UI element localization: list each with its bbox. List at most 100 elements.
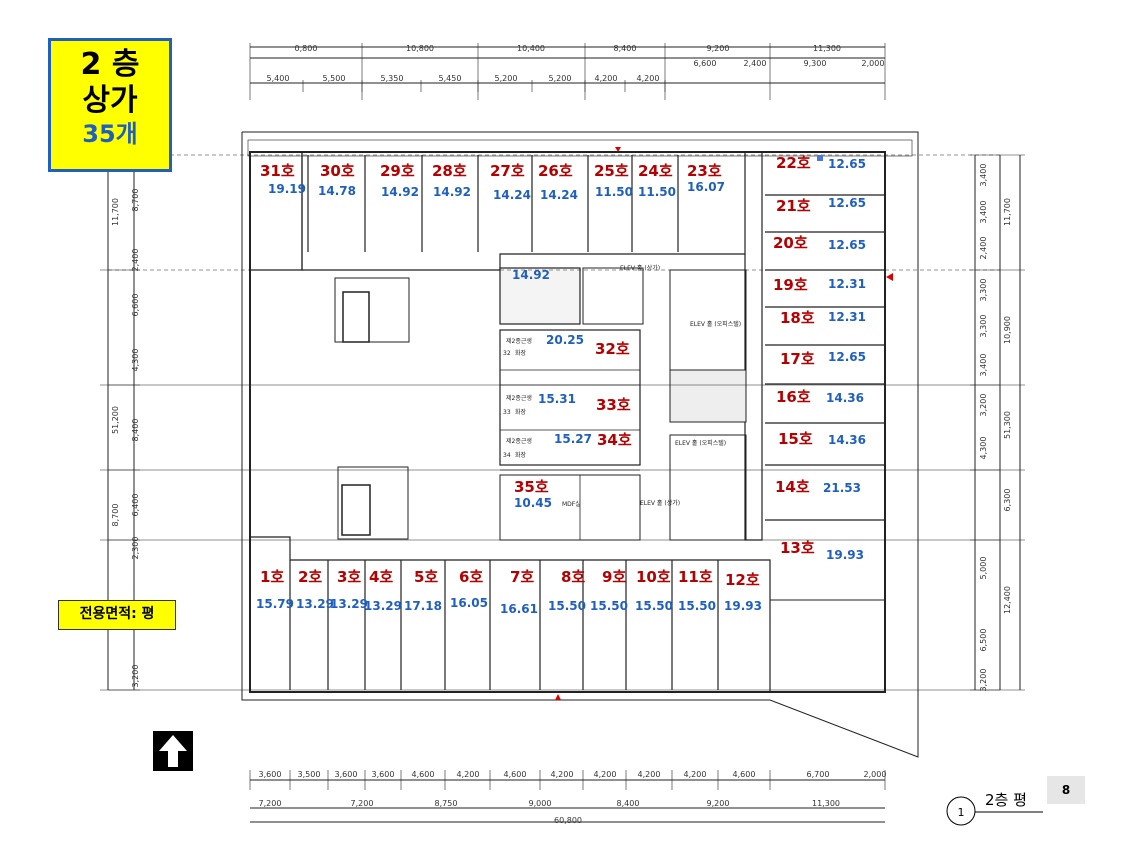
dimension-label: 3,400 [979, 164, 988, 187]
core-label: ELEV 홀 (오피스텔) [675, 439, 726, 447]
dimension-label: 6,600 [694, 59, 717, 68]
unit-number: 19호 [773, 276, 808, 294]
unit-area: 15.31 [538, 392, 576, 406]
core-label: ELEV 홀 (상가) [620, 264, 660, 272]
unit-number: 15호 [778, 430, 813, 448]
unit-number: 13호 [780, 539, 815, 557]
unit-area: 12.31 [828, 277, 866, 291]
unit-area: 19.93 [724, 599, 762, 613]
unit-area: 12.65 [828, 238, 866, 252]
dimension-label: 12,400 [1003, 586, 1012, 614]
floor-title-box: 2 층 상가 35개 [48, 38, 172, 172]
dimension-label: 9,200 [707, 799, 730, 808]
unit-number: 7호 [510, 568, 534, 586]
unit-area: 15.27 [554, 432, 592, 446]
unit-area: 16.05 [450, 596, 488, 610]
dimension-label: 4,300 [979, 437, 988, 460]
dimension-label: 6,600 [131, 294, 140, 317]
dimension-label: 3,300 [979, 279, 988, 302]
unit-number: 21호 [776, 197, 811, 215]
dimension-label: 4,600 [412, 770, 435, 779]
unit-area: 20.25 [546, 333, 584, 347]
unit-area: 12.65 [828, 350, 866, 364]
unit-number: 26호 [538, 162, 573, 180]
unit-area: 14.92 [381, 185, 419, 199]
dimension-label: 10,900 [1003, 316, 1012, 344]
dimension-label: 4,200 [638, 770, 661, 779]
unit-area: 14.78 [318, 184, 356, 198]
dimension-label: 8,700 [111, 504, 120, 527]
dimension-label: 4,200 [595, 74, 618, 83]
unit-number: 12호 [725, 571, 760, 589]
dimension-label: 4,200 [684, 770, 707, 779]
page-number: 8 [1047, 776, 1085, 804]
unit-area: 16.07 [687, 180, 725, 194]
drawing-number-circle: 1 [946, 796, 976, 826]
unit-number: 20호 [773, 234, 808, 252]
dimension-label: 2,400 [131, 249, 140, 272]
unit-count: 35개 [82, 120, 138, 148]
dimension-label: 5,400 [267, 74, 290, 83]
dimension-label: 6,300 [1003, 489, 1012, 512]
dimension-label: 6,700 [807, 770, 830, 779]
dimension-label: 4,200 [637, 74, 660, 83]
unit-number: 18호 [780, 309, 815, 327]
unit-area: 11.50 [638, 185, 676, 199]
unit-number: 28호 [432, 162, 467, 180]
area-unit-note: 전용면적: 평 [58, 600, 176, 630]
dimension-label: 3,200 [979, 669, 988, 692]
floor-title: 2 층 [80, 47, 140, 82]
dimension-label: 0,800 [295, 44, 318, 53]
dimension-label: 51,200 [111, 406, 120, 434]
unit-number: 2호 [298, 568, 322, 586]
core-label: 화장 [515, 408, 527, 416]
dimension-label: 51,300 [1003, 411, 1012, 439]
core-label: 제2종근생 [506, 337, 532, 345]
dimension-label: 7,200 [351, 799, 374, 808]
dimension-label: 5,500 [323, 74, 346, 83]
dimension-label: 9,000 [529, 799, 552, 808]
drawing-title: 2층 평 [985, 791, 1027, 809]
dimension-label: 8,400 [131, 419, 140, 442]
dimension-label: 5,200 [549, 74, 572, 83]
unit-area: 19.93 [826, 548, 864, 562]
unit-area: 15.50 [678, 599, 716, 613]
dimension-label: 10,800 [406, 44, 434, 53]
unit-number: 5호 [414, 568, 438, 586]
dimension-label: 3,600 [372, 770, 395, 779]
core-label: 32 [503, 350, 511, 357]
dimension-label: 3,500 [298, 770, 321, 779]
dimension-label: 9,200 [707, 44, 730, 53]
dimension-label: 7,200 [259, 799, 282, 808]
unit-number: 3호 [337, 568, 361, 586]
dimension-label: 2,400 [744, 59, 767, 68]
dimension-label: 8,700 [131, 189, 140, 212]
unit-area: 17.18 [404, 599, 442, 613]
core-label: 화장 [515, 349, 527, 357]
unit-area: 13.29 [296, 597, 334, 611]
unit-number: 4호 [369, 568, 393, 586]
dimension-labels: 0,800 10,800 10,400 8,400 9,200 11,300 6,600 2,… [111, 44, 1012, 825]
dimension-label: 4,200 [594, 770, 617, 779]
unit-number: 35호 [514, 478, 549, 496]
dimension-label: 4,600 [504, 770, 527, 779]
dimension-label: 11,300 [813, 44, 841, 53]
unit-number: 23호 [687, 162, 722, 180]
dimension-label: 10,400 [517, 44, 545, 53]
dimension-label: 3,300 [979, 315, 988, 338]
dimension-label: 6,400 [131, 494, 140, 517]
core-label: 33 [503, 409, 511, 416]
unit-area: 13.29 [364, 599, 402, 613]
dimension-label: 2,000 [862, 59, 885, 68]
unit-area: 15.79 [256, 597, 294, 611]
dimension-label: 3,400 [979, 354, 988, 377]
dimension-label: 2,300 [131, 537, 140, 560]
unit-number: 27호 [490, 162, 525, 180]
unit-area: 15.50 [590, 599, 628, 613]
dimension-label: 4,200 [457, 770, 480, 779]
dimension-label: 2,400 [979, 237, 988, 260]
unit-number: 10호 [636, 568, 671, 586]
north-arrow-icon [153, 731, 193, 771]
